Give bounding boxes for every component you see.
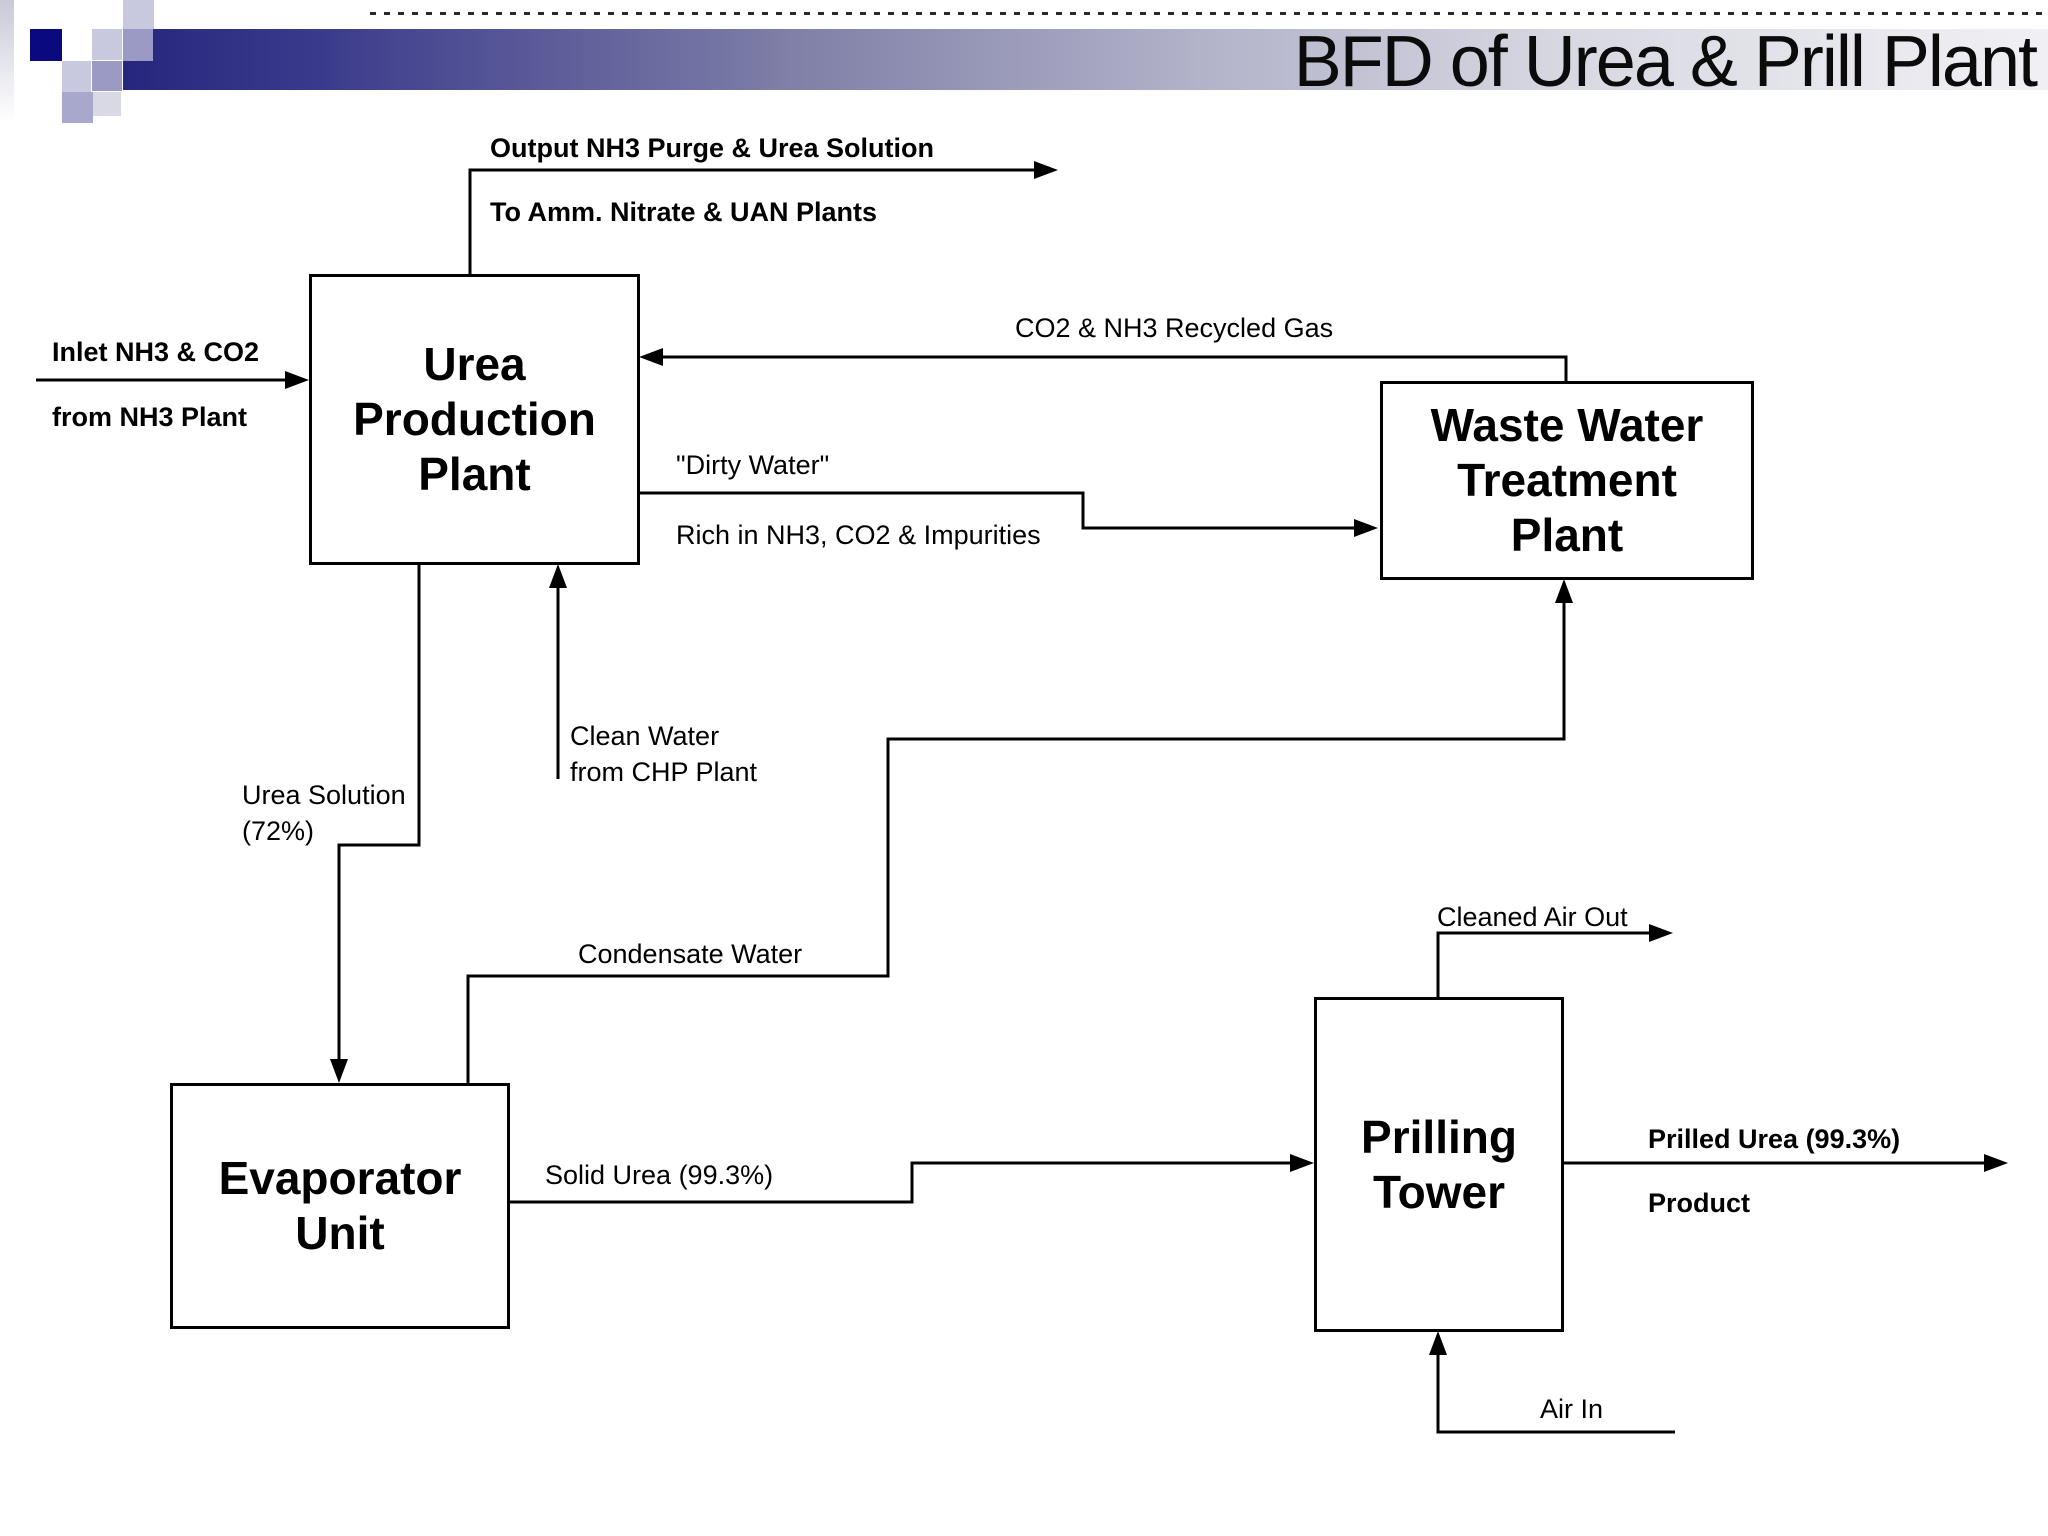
corner-square-light-2 bbox=[123, 0, 154, 29]
corner-square-medium-1 bbox=[123, 29, 153, 61]
label-prilled-urea-line1: Prilled Urea (99.3%) bbox=[1648, 1124, 1901, 1154]
corner-square-medium-3 bbox=[62, 92, 93, 123]
label-output-purge-line1: Output NH3 Purge & Urea Solution bbox=[490, 133, 935, 163]
left-gradient-strip bbox=[0, 0, 14, 122]
top-accent-bar bbox=[123, 29, 2048, 90]
label-recycled-gas: CO2 & NH3 Recycled Gas bbox=[1015, 313, 1334, 343]
label-inlet-line2: from NH3 Plant bbox=[52, 402, 248, 432]
arrow-air-in bbox=[1429, 1331, 1675, 1434]
corner-square-light-1 bbox=[92, 29, 122, 60]
label-output-purge-line2: To Amm. Nitrate & UAN Plants bbox=[490, 197, 878, 227]
corner-square-navy bbox=[30, 29, 62, 61]
corner-square-light-4 bbox=[93, 92, 121, 116]
box-prilling-tower: Prilling Tower bbox=[1314, 997, 1564, 1332]
arrow-urea-solution bbox=[330, 564, 421, 1083]
label-dirty-water-line1: "Dirty Water" bbox=[676, 450, 830, 480]
label-condensate-water: Condensate Water bbox=[578, 939, 803, 969]
label-cleaned-air-out: Cleaned Air Out bbox=[1437, 902, 1628, 932]
arrow-solid-urea bbox=[509, 1154, 1314, 1204]
label-inlet-line1: Inlet NH3 & CO2 bbox=[52, 337, 260, 367]
arrow-dirty-water bbox=[639, 491, 1378, 537]
label-prilled-urea-line2: Product bbox=[1648, 1188, 1751, 1218]
label-clean-water: Clean Water from CHP Plant bbox=[570, 721, 758, 787]
arrow-condensate-water bbox=[466, 579, 1573, 1083]
label-air-in: Air In bbox=[1540, 1394, 1604, 1424]
box-waste-water-treatment-plant: Waste Water Treatment Plant bbox=[1380, 381, 1754, 580]
arrow-recycled-gas bbox=[639, 348, 1568, 381]
slide-title: BFD of Urea & Prill Plant bbox=[1293, 22, 2038, 102]
arrow-cleaned-air-out bbox=[1436, 924, 1673, 997]
box-urea-production-plant: Urea Production Plant bbox=[309, 274, 640, 565]
top-dashed-line bbox=[370, 12, 2048, 15]
label-solid-urea: Solid Urea (99.3%) bbox=[545, 1160, 774, 1190]
arrow-output-purge bbox=[468, 161, 1058, 274]
box-evaporator-unit: Evaporator Unit bbox=[170, 1083, 510, 1329]
label-dirty-water-line2: Rich in NH3, CO2 & Impurities bbox=[676, 520, 1041, 550]
label-urea-solution: Urea Solution (72%) bbox=[242, 780, 406, 846]
corner-square-light-3 bbox=[62, 61, 91, 92]
corner-square-medium-2 bbox=[92, 61, 122, 91]
